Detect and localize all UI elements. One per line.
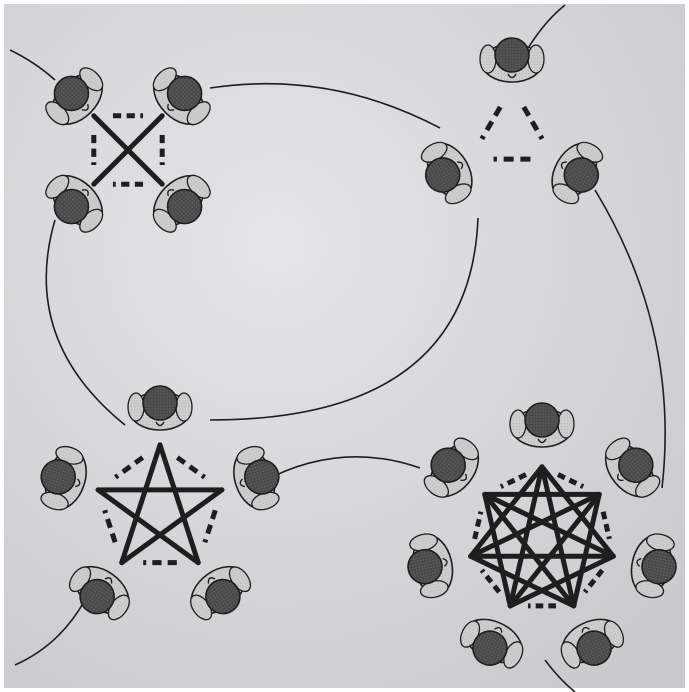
- person-head: [143, 386, 177, 420]
- person-arm-left: [128, 393, 144, 421]
- person-arm-right: [176, 393, 192, 421]
- person-arm-left: [480, 45, 496, 73]
- person-arm-right: [558, 410, 574, 438]
- person-figure: [128, 386, 192, 430]
- person-figure: [480, 38, 544, 82]
- person-head: [525, 403, 559, 437]
- person-head: [495, 38, 529, 72]
- person-figure: [510, 403, 574, 447]
- person-arm-right: [528, 45, 544, 73]
- person-arm-left: [510, 410, 526, 438]
